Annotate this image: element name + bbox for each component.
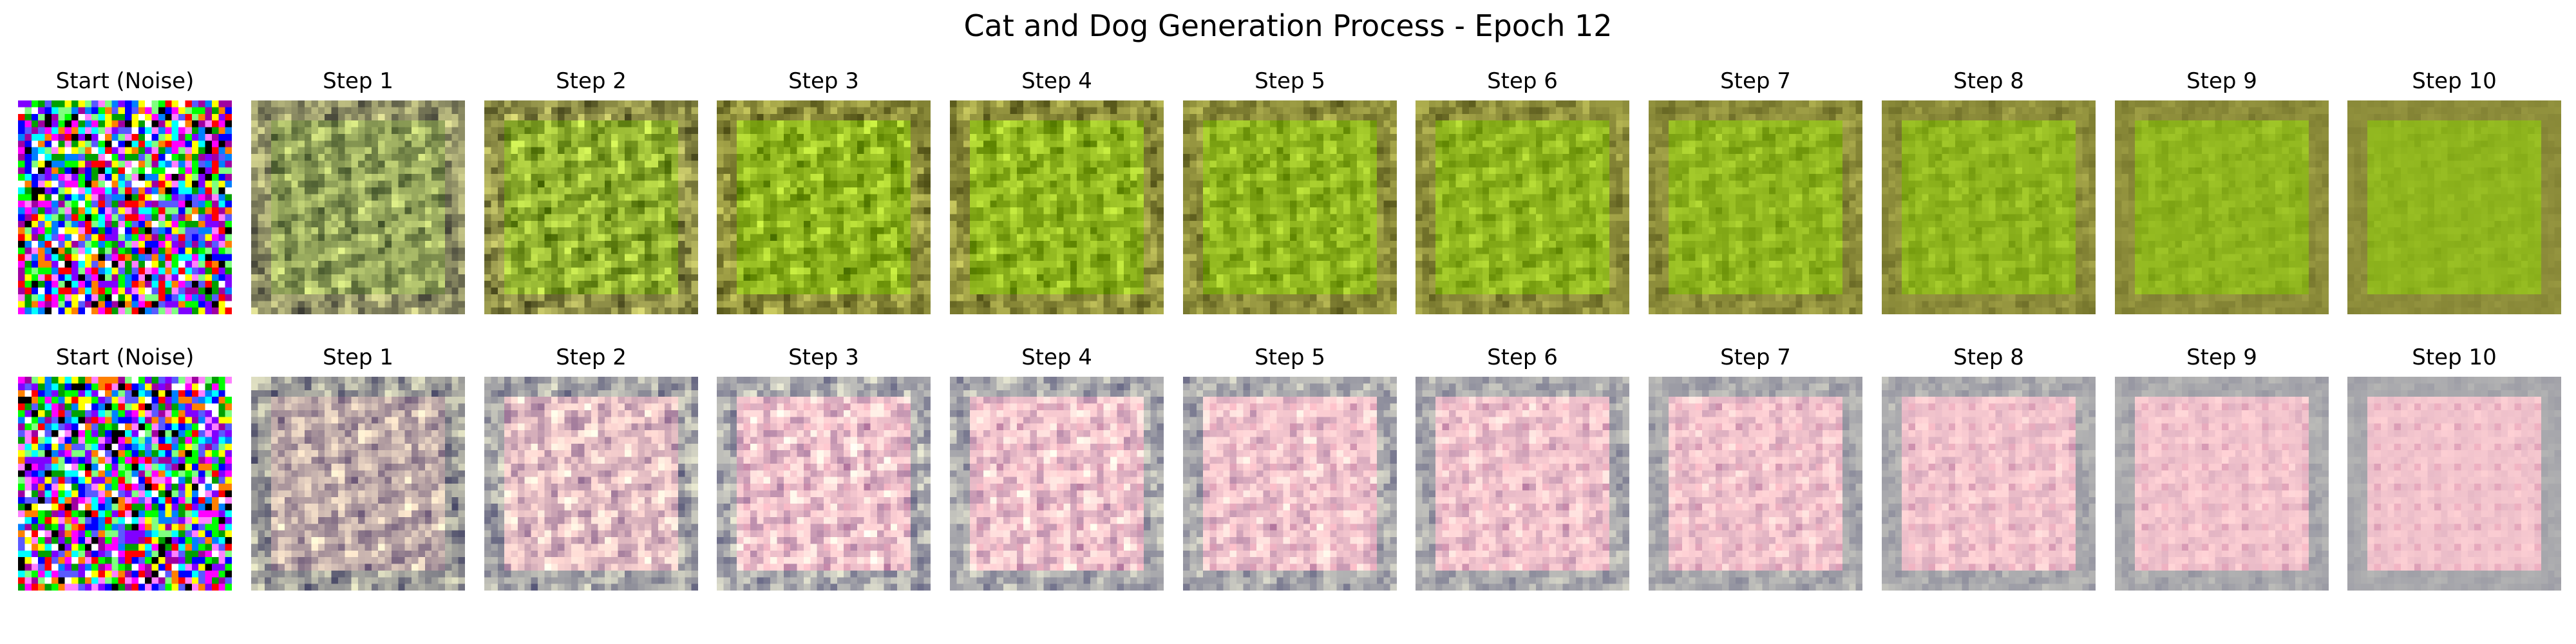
step-panel: Step 10 — [2347, 68, 2561, 314]
generated-image — [2347, 100, 2561, 314]
generated-image — [2115, 377, 2329, 591]
panel-title: Start (Noise) — [55, 345, 194, 370]
panel-title: Step 1 — [323, 345, 393, 370]
panel-title: Step 7 — [1720, 345, 1791, 370]
step-panel: Step 9 — [2115, 68, 2329, 314]
step-panel: Step 10 — [2347, 345, 2561, 591]
generated-image — [717, 377, 931, 591]
step-panel: Step 9 — [2115, 345, 2329, 591]
step-panel: Step 8 — [1882, 68, 2096, 314]
panel-title: Step 5 — [1255, 68, 1325, 94]
panel-title: Step 2 — [556, 68, 627, 94]
panel-title: Step 9 — [2186, 68, 2257, 94]
panel-title: Step 10 — [2412, 68, 2497, 94]
generated-image — [1882, 100, 2096, 314]
step-panel: Step 5 — [1183, 345, 1397, 591]
panel-title: Step 5 — [1255, 345, 1325, 370]
generated-image — [2115, 100, 2329, 314]
panel-title: Step 1 — [323, 68, 393, 94]
step-panel: Step 2 — [484, 345, 698, 591]
step-panel: Step 1 — [251, 345, 465, 591]
generated-image — [717, 100, 931, 314]
generated-image — [251, 100, 465, 314]
generated-image — [1416, 377, 1629, 591]
panel-title: Step 10 — [2412, 345, 2497, 370]
noise-panel: Start (Noise) — [18, 68, 232, 314]
step-panel: Step 7 — [1649, 68, 1862, 314]
panel-title: Step 7 — [1720, 68, 1791, 94]
step-panel: Step 3 — [717, 68, 931, 314]
panel-title: Step 9 — [2186, 345, 2257, 370]
step-panel: Step 4 — [950, 68, 1164, 314]
panel-title: Step 2 — [556, 345, 627, 370]
step-panel: Step 6 — [1416, 345, 1629, 591]
step-panel: Step 6 — [1416, 68, 1629, 314]
step-panel: Step 3 — [717, 345, 931, 591]
panel-title: Step 3 — [788, 345, 859, 370]
generated-image — [1649, 377, 1862, 591]
generated-image — [484, 100, 698, 314]
step-panel: Step 7 — [1649, 345, 1862, 591]
step-panel: Step 1 — [251, 68, 465, 314]
generated-image — [950, 377, 1164, 591]
generated-image — [1882, 377, 2096, 591]
noise-image — [18, 100, 232, 314]
panel-title: Step 8 — [1953, 68, 2024, 94]
noise-panel: Start (Noise) — [18, 345, 232, 591]
panel-title: Step 6 — [1487, 345, 1558, 370]
generated-image — [950, 100, 1164, 314]
generated-image — [1416, 100, 1629, 314]
step-panel: Step 5 — [1183, 68, 1397, 314]
figure-title: Cat and Dog Generation Process - Epoch 1… — [963, 8, 1613, 43]
noise-image — [18, 377, 232, 591]
generated-image — [1183, 100, 1397, 314]
panel-title: Step 4 — [1021, 345, 1092, 370]
generated-image — [2347, 377, 2561, 591]
step-panel: Step 2 — [484, 68, 698, 314]
panel-title: Step 6 — [1487, 68, 1558, 94]
generated-image — [251, 377, 465, 591]
panel-title: Step 8 — [1953, 345, 2024, 370]
step-panel: Step 8 — [1882, 345, 2096, 591]
generated-image — [1649, 100, 1862, 314]
generated-image — [484, 377, 698, 591]
panel-title: Step 3 — [788, 68, 859, 94]
generated-image — [1183, 377, 1397, 591]
step-panel: Step 4 — [950, 345, 1164, 591]
panel-title: Start (Noise) — [55, 68, 194, 94]
panel-title: Step 4 — [1021, 68, 1092, 94]
